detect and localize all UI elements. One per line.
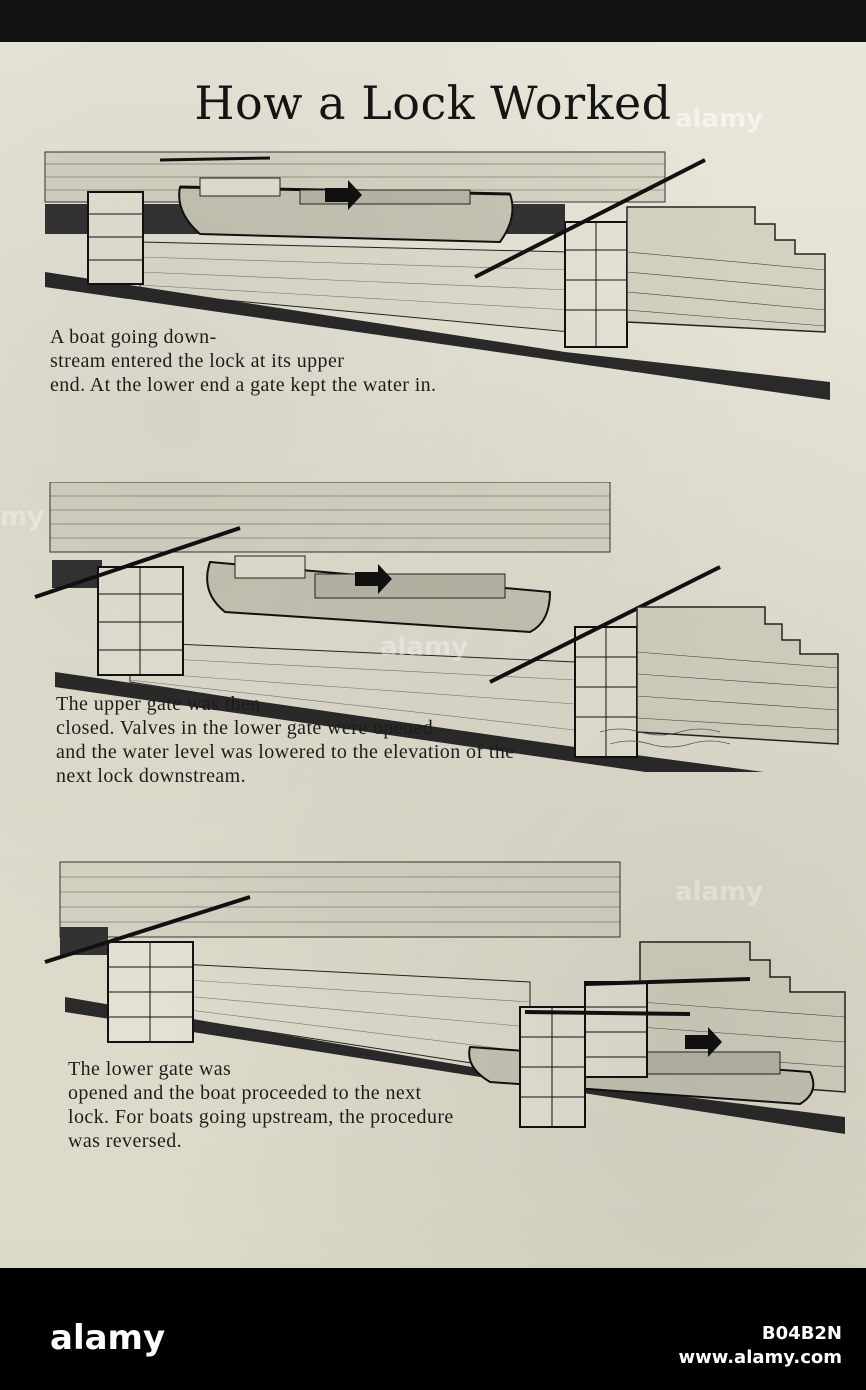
caption-line: closed. Valves in the lower gate were op… (56, 717, 434, 739)
caption-line: end. At the lower end a gate kept the wa… (50, 374, 437, 396)
illustration-2 (30, 482, 846, 772)
illustration-1 (30, 142, 846, 412)
caption-line: opened and the boat proceeded to the nex… (68, 1082, 422, 1104)
caption-3: The lower gate was opened and the boat p… (68, 1057, 454, 1153)
image-id: B04B2N (761, 1323, 842, 1344)
sign-title: How a Lock Worked (194, 76, 672, 130)
watermark: alamy (675, 104, 764, 134)
caption-line: The upper gate was then (56, 693, 261, 715)
site-url: www.alamy.com (678, 1347, 842, 1368)
stock-footer: alamy B04B2N www.alamy.com (0, 1268, 866, 1390)
caption-line: next lock downstream. (56, 765, 247, 787)
illustration-3 (30, 842, 846, 1142)
watermark: alamy (675, 877, 764, 907)
caption-line: and the water level was lowered to the e… (56, 741, 515, 763)
caption-line: stream entered the lock at its upper (50, 350, 345, 372)
image-info: B04B2N www.alamy.com (678, 1322, 842, 1370)
direction-arrow-icon (355, 564, 392, 594)
caption-line: The lower gate was (68, 1058, 232, 1080)
watermark-edge: my (0, 502, 45, 532)
caption-1: A boat going down- stream entered the lo… (50, 325, 436, 397)
caption-2: The upper gate was then closed. Valves i… (56, 692, 515, 788)
alamy-logo: alamy (50, 1318, 166, 1358)
caption-line: A boat going down- (50, 326, 217, 348)
caption-line: was reversed. (68, 1130, 183, 1152)
direction-arrow-icon (325, 180, 362, 210)
watermark: alamy (380, 632, 469, 662)
lock-sign: How a Lock Worked (0, 42, 866, 1268)
caption-line: lock. For boats going upstream, the proc… (68, 1106, 454, 1128)
direction-arrow-icon (685, 1027, 722, 1057)
